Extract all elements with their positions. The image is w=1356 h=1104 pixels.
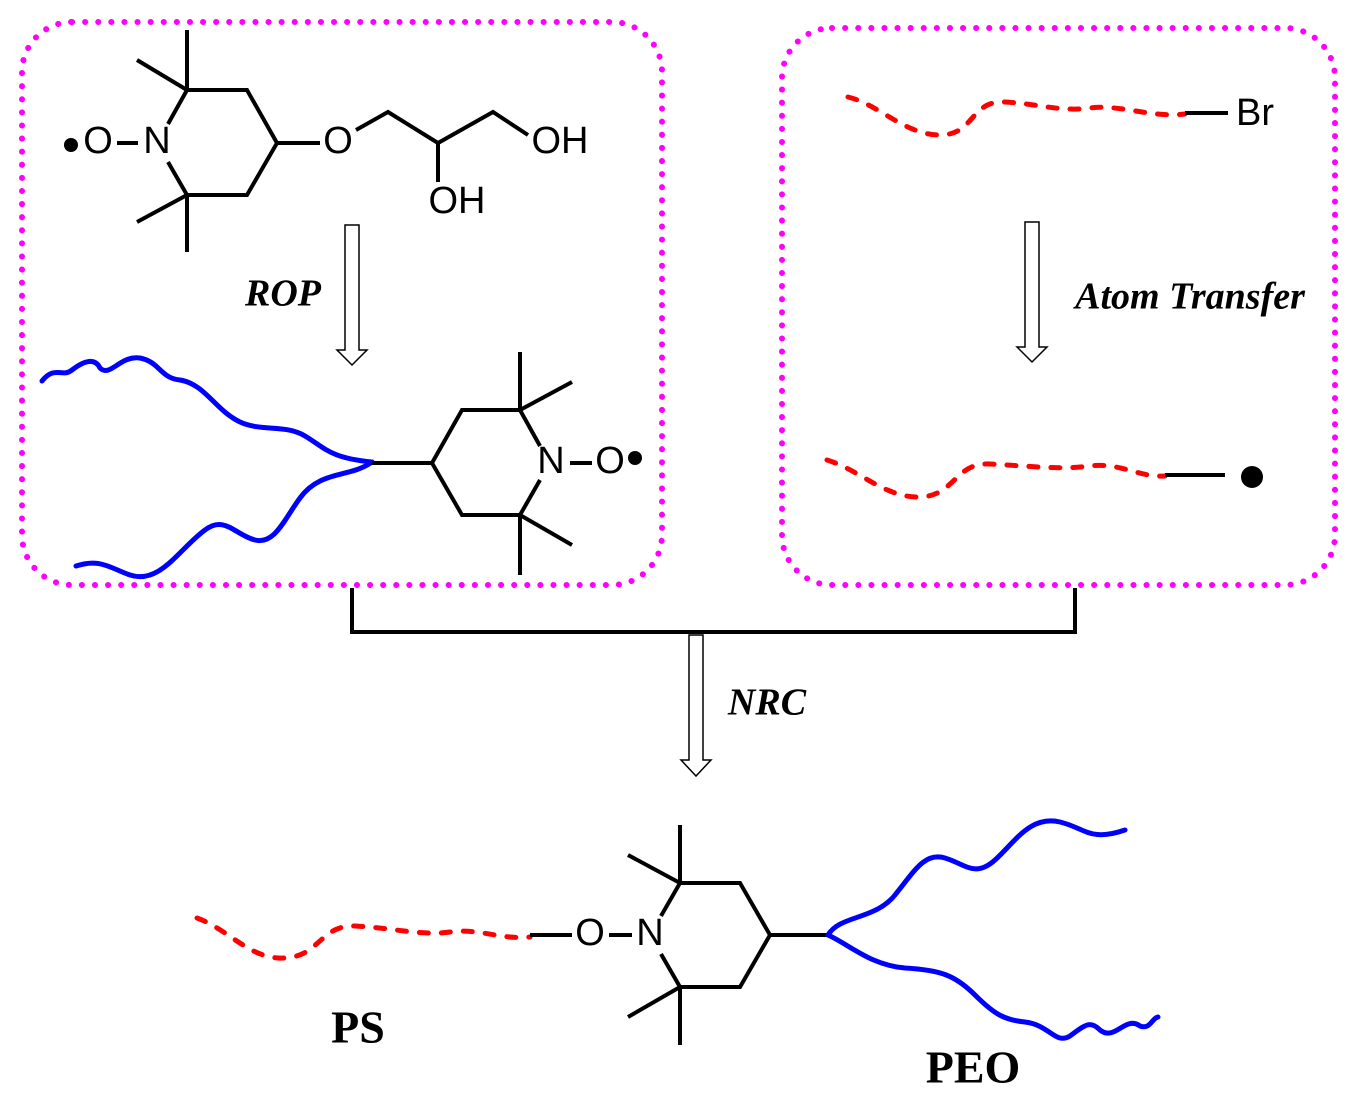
peo-label: PEO (926, 1042, 1021, 1093)
atom-N: N (537, 440, 564, 482)
atom-O: O (83, 120, 113, 162)
rop-label: ROP (244, 273, 322, 315)
ps-label: PS (331, 1002, 385, 1053)
ps-chain (824, 457, 1168, 500)
atom-N: N (143, 120, 170, 162)
peo-chain (825, 818, 1128, 938)
atom-O: O (575, 912, 605, 954)
atom-Br: Br (1236, 92, 1274, 134)
ps-chain (845, 94, 1188, 138)
atom-transfer-box (779, 25, 1338, 588)
ps-radical-molecule (824, 457, 1263, 500)
peo-chain (39, 355, 375, 465)
radical-dot (628, 451, 642, 465)
atom-transfer-label: Atom Transfer (1073, 276, 1306, 318)
atom-OH: OH (429, 180, 486, 222)
atom-OH: OH (532, 120, 589, 162)
rop-arrow-icon (335, 224, 369, 367)
atom-O: O (595, 440, 625, 482)
atom-transfer-arrow-icon (1015, 221, 1049, 364)
tempo-diol-molecule: O N O OH OH (64, 30, 589, 252)
radical-dot (64, 138, 78, 152)
peo-chain (825, 932, 1161, 1041)
nrc-label: NRC (727, 682, 807, 724)
atom-N: N (636, 912, 663, 954)
atom-ether-O: O (323, 120, 353, 162)
ps-br-molecule: Br (845, 92, 1274, 138)
peo-tempo-molecule: N O (39, 352, 642, 580)
ps-chain (194, 915, 533, 961)
rop-box (19, 19, 665, 588)
combine-bracket (350, 588, 1077, 634)
radical-dot (1241, 466, 1263, 488)
nrc-arrow-icon (679, 634, 713, 778)
peo-chain (73, 459, 375, 580)
ps-tempo-peo-product: O N (194, 818, 1161, 1045)
